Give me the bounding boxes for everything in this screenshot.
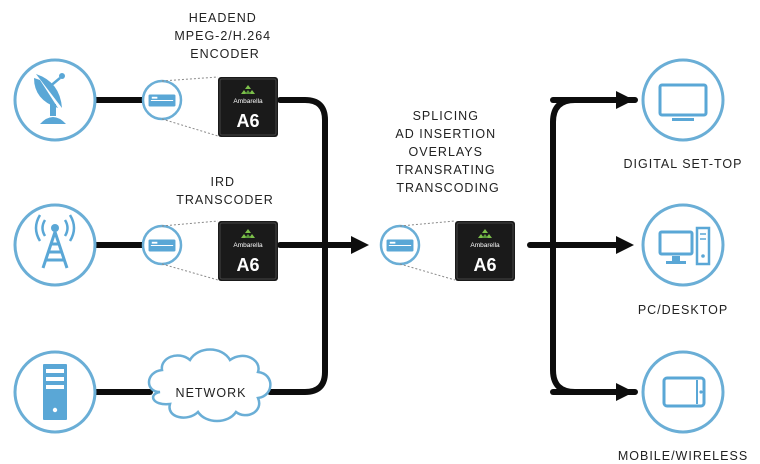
desktop-computer-icon (658, 226, 711, 266)
ambarella-chip: Ambarella A6 (218, 77, 278, 137)
chip-model: A6 (473, 255, 496, 275)
network-cloud: NETWORK (147, 348, 272, 423)
chip-brand: Ambarella (233, 98, 263, 105)
center-processing-label: SPLICING AD INSERTION OVERLAYS TRANSRATI… (395, 109, 500, 195)
connector-lines (92, 91, 638, 401)
splicing-unit: Ambarella A6 (379, 220, 515, 281)
desktop-label: PC/DESKTOP (638, 303, 728, 317)
headend-label: HEADEND MPEG-2/H.264 ENCODER (174, 11, 275, 61)
satellite-source (13, 58, 97, 142)
mobile-device-icon (662, 376, 706, 408)
satellite-dish-icon (34, 73, 66, 124)
ambarella-chip: Ambarella A6 (218, 221, 278, 281)
ird-transcoder-unit: Ambarella A6 (141, 220, 278, 281)
encoder-box-icon (148, 239, 176, 252)
chip-model: A6 (236, 111, 259, 131)
network-label: NETWORK (176, 386, 247, 400)
broadcast-source (13, 203, 97, 287)
chip-model: A6 (236, 255, 259, 275)
mobile-output (641, 350, 725, 434)
set-top-label: DIGITAL SET-TOP (624, 157, 743, 171)
chip-brand: Ambarella (470, 242, 500, 249)
encoder-box-icon (386, 239, 414, 252)
chip-brand: Ambarella (233, 242, 263, 249)
ird-label: IRD TRANSCODER (176, 175, 274, 207)
broadcast-tower-icon (34, 214, 76, 269)
server-source (13, 350, 97, 434)
ambarella-chip: Ambarella A6 (455, 221, 515, 281)
mobile-label: MOBILE/WIRELESS (618, 449, 748, 463)
headend-encoder-unit: Ambarella A6 (141, 76, 278, 137)
encoder-box-icon (148, 94, 176, 107)
server-icon (43, 364, 67, 420)
desktop-output (641, 203, 725, 287)
television-icon (658, 83, 708, 121)
set-top-output (641, 58, 725, 142)
cloud-icon (147, 348, 272, 423)
